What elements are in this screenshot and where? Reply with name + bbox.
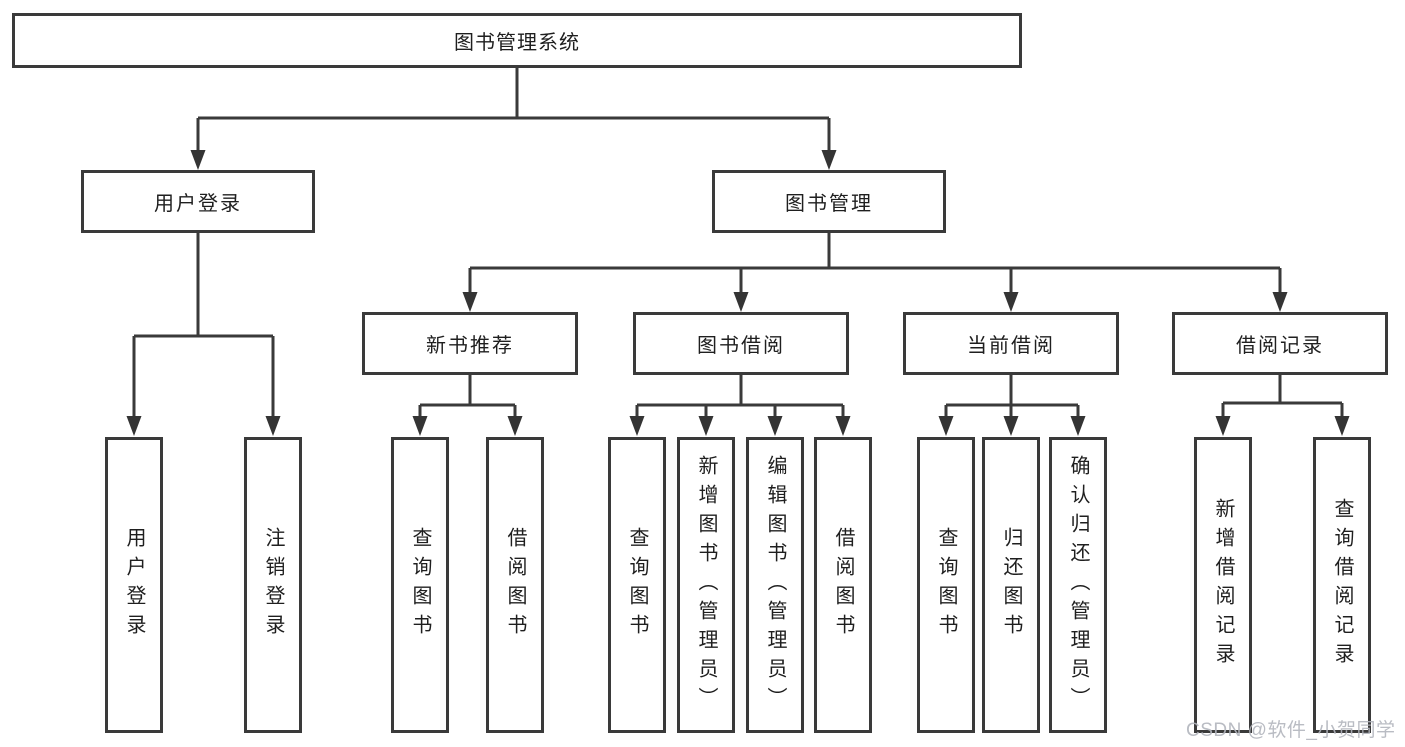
node-label: 查询图书 [409,527,431,643]
leaf-add-borrow-record: 新增借阅记录 [1194,437,1252,733]
node-label: 新增图书（管理员） [695,454,717,716]
csdn-watermark: CSDN @软件_小贺同学 [1186,720,1396,741]
leaf-user-login: 用户登录 [105,437,163,733]
node-current-borrowing: 当前借阅 [903,312,1119,375]
leaf-logout: 注销登录 [244,437,302,733]
node-label: 查询图书 [935,527,957,643]
node-book-borrowing: 图书借阅 [633,312,849,375]
node-label: 编辑图书（管理员） [764,454,786,716]
node-label: 新增借阅记录 [1212,498,1234,672]
node-label: 图书管理 [785,193,873,215]
leaf-query-books-borrowing: 查询图书 [608,437,666,733]
leaf-query-books-recommend: 查询图书 [391,437,449,733]
node-label: 注销登录 [262,527,284,643]
node-label: 新书推荐 [426,335,514,357]
leaf-add-books-admin: 新增图书（管理员） [677,437,735,733]
node-new-book-recommendation: 新书推荐 [362,312,578,375]
leaf-borrow-books-recommend: 借阅图书 [486,437,544,733]
node-user-login-module: 用户登录 [81,170,315,233]
node-label: 图书借阅 [697,335,785,357]
leaf-query-books-current: 查询图书 [917,437,975,733]
leaf-return-books: 归还图书 [982,437,1040,733]
node-label: 查询借阅记录 [1331,498,1353,672]
node-label: 归还图书 [1000,527,1022,643]
node-label: 借阅记录 [1236,335,1324,357]
node-label: 图书管理系统 [454,32,580,54]
node-label: 当前借阅 [967,335,1055,357]
node-label: 确认归还（管理员） [1067,454,1089,716]
node-label: 借阅图书 [832,527,854,643]
leaf-edit-books-admin: 编辑图书（管理员） [746,437,804,733]
node-label: 用户登录 [123,527,145,643]
node-label: 借阅图书 [504,527,526,643]
node-book-management: 图书管理 [712,170,946,233]
leaf-query-borrow-record: 查询借阅记录 [1313,437,1371,733]
node-library-management-system: 图书管理系统 [12,13,1022,68]
node-label: 查询图书 [626,527,648,643]
leaf-confirm-return-admin: 确认归还（管理员） [1049,437,1107,733]
node-label: 用户登录 [154,193,242,215]
node-borrowing-records: 借阅记录 [1172,312,1388,375]
leaf-borrow-books: 借阅图书 [814,437,872,733]
